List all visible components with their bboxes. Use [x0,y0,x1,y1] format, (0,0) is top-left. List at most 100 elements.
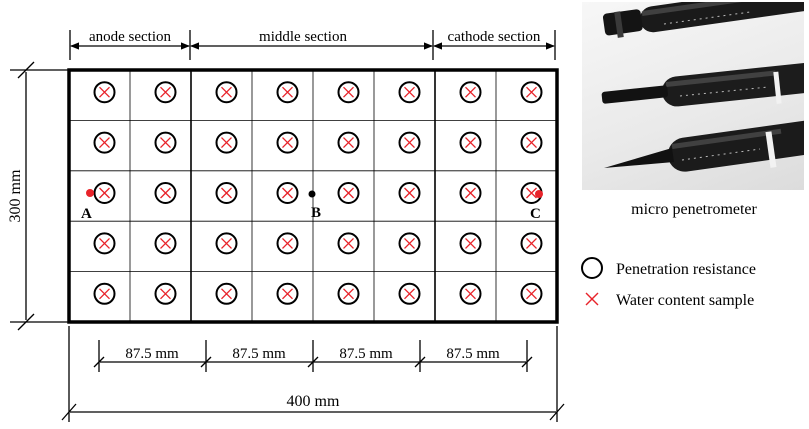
point-c-marker [535,190,543,198]
water-cross [221,187,232,199]
penetration-circle [337,131,360,154]
sample-point [276,282,299,305]
water-cross [526,137,537,149]
water-cross [465,237,476,249]
water-cross [282,137,293,149]
soil-box-outline [67,68,559,324]
sample-point [276,81,299,104]
sample-point [337,81,360,104]
spacing-label-1: 87.5 mm [125,346,179,362]
water-cross [99,288,110,300]
sample-point [398,232,421,255]
sample-point [337,182,360,204]
sample-point [215,182,238,204]
legend-water-label: Water content sample [616,292,754,309]
spacing-label-3: 87.5 mm [339,346,393,362]
water-cross [526,86,537,98]
sample-point [154,182,177,204]
penetration-circle [215,131,238,154]
water-cross [343,137,354,149]
cross-icon [585,292,599,306]
grid [69,70,557,322]
penetration-circle [154,131,177,154]
penetration-circle [154,232,177,255]
water-cross [404,86,415,98]
water-cross [526,187,537,199]
sample-point [520,282,543,305]
penetration-circle [459,81,482,104]
sample-point [337,282,360,305]
sample-point [459,182,482,204]
width-dimension [61,326,565,422]
penetration-circle [276,131,299,154]
circle-icon [581,257,603,279]
penetration-circle [520,282,543,305]
penetration-circle [459,182,482,204]
water-cross [404,288,415,300]
water-cross [343,237,354,249]
water-cross [160,137,171,149]
penetration-circle [154,81,177,104]
penetration-circle [276,182,299,204]
sample-point [276,131,299,154]
penetrometer-probe-top [602,2,804,38]
sample-point [215,282,238,305]
penetration-circle [154,182,177,204]
penetration-circle [459,282,482,305]
water-cross [465,86,476,98]
penetration-circle [93,131,116,154]
water-cross [343,187,354,199]
penetration-circle [215,282,238,305]
penetration-circle [215,232,238,255]
water-cross [160,288,171,300]
sample-point [93,131,116,154]
penetration-circle [520,232,543,255]
water-cross [99,86,110,98]
water-cross [99,187,110,199]
penetration-circle [337,232,360,255]
water-cross [221,288,232,300]
water-cross [99,137,110,149]
sample-point [215,232,238,255]
sample-point [154,282,177,305]
water-cross [221,237,232,249]
sample-point [459,232,482,255]
point-a-label: A [81,206,92,222]
penetration-circle [459,232,482,255]
spacing-dimensions [93,340,533,372]
sample-point [459,282,482,305]
penetration-circle [93,81,116,104]
water-cross [343,288,354,300]
sample-point [337,131,360,154]
penetration-circle [276,81,299,104]
anode-section-label: anode section [89,29,172,45]
penetration-circle [398,232,421,255]
sample-point [93,282,116,305]
penetration-circle [154,282,177,305]
sample-point [459,81,482,104]
penetration-circle [93,232,116,255]
water-cross [282,237,293,249]
sample-point [215,81,238,104]
penetration-circle [215,182,238,204]
water-cross [282,86,293,98]
water-cross [465,288,476,300]
sample-point [337,232,360,255]
water-cross [160,187,171,199]
sample-point [93,182,116,204]
water-cross [404,237,415,249]
penetration-circle [276,232,299,255]
penetration-circle [215,81,238,104]
penetration-circle [398,131,421,154]
sample-point [520,81,543,104]
water-cross [160,237,171,249]
penetration-circle [520,81,543,104]
photo-caption: micro penetrometer [631,201,757,218]
sample-point [398,131,421,154]
penetration-circle [459,131,482,154]
cathode-section-label: cathode section [448,29,541,45]
sample-point [276,182,299,204]
penetration-circle [337,182,360,204]
water-cross [465,187,476,199]
sample-point [520,131,543,154]
